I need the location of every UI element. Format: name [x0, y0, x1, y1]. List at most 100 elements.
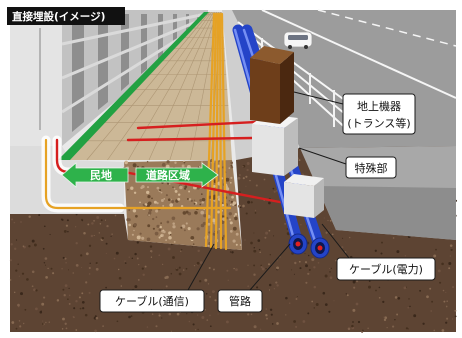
- gravel-grain: [172, 225, 176, 229]
- soil-grain: [384, 316, 388, 320]
- comm-cable-label: ケーブル(通信): [115, 294, 189, 308]
- car-wheel: [304, 45, 308, 49]
- gravel-grain: [183, 229, 186, 232]
- gravel-grain: [183, 161, 186, 164]
- gravel-grain: [156, 186, 160, 190]
- soil-grain: [64, 322, 67, 325]
- soil-grain: [311, 300, 314, 303]
- soil-grain: [33, 243, 37, 247]
- soil-grain: [44, 264, 47, 266]
- soil-grain: [62, 256, 65, 259]
- soil-grain: [35, 307, 38, 311]
- soil-grain: [217, 313, 219, 315]
- soil-grain: [192, 323, 195, 326]
- soil-grain: [288, 302, 291, 304]
- leader-line: [321, 223, 350, 259]
- gravel-grain: [207, 222, 211, 226]
- soil-grain: [98, 232, 100, 234]
- soil-grain: [165, 285, 168, 288]
- soil-grain: [253, 249, 257, 253]
- soil-grain: [396, 313, 399, 316]
- soil-grain: [45, 321, 47, 324]
- soil-grain: [75, 226, 77, 228]
- soil-grain: [255, 184, 258, 187]
- gravel-grain: [231, 195, 234, 199]
- soil-grain: [361, 330, 364, 333]
- soil-grain: [81, 266, 83, 269]
- gravel-grain: [168, 183, 171, 185]
- soil-grain: [87, 223, 90, 226]
- soil-grain: [273, 288, 276, 290]
- soil-grain: [446, 317, 449, 320]
- soil-grain: [300, 223, 302, 226]
- soil-grain: [265, 314, 268, 317]
- gravel-grain: [192, 243, 195, 245]
- soil-grain: [13, 221, 16, 224]
- soil-grain: [52, 272, 55, 275]
- soil-grain: [265, 268, 267, 270]
- soil-grain: [42, 247, 45, 250]
- soil-grain: [168, 312, 172, 316]
- soil-grain: [245, 175, 248, 178]
- soil-grain: [186, 313, 188, 315]
- soil-grain: [315, 303, 319, 306]
- soil-grain: [205, 293, 208, 295]
- soil-grain: [136, 257, 139, 260]
- callout-power-cable: ケーブル(電力): [321, 223, 436, 281]
- soil-grain: [249, 179, 251, 182]
- gravel-grain: [133, 191, 137, 194]
- gravel-grain: [230, 200, 234, 204]
- gravel-grain: [232, 203, 235, 207]
- soil-grain: [178, 266, 181, 269]
- soil-grain: [105, 252, 107, 254]
- soil-grain: [298, 260, 301, 263]
- gravel-grain: [201, 197, 206, 202]
- soil-grain: [75, 300, 78, 303]
- soil-grain: [351, 324, 354, 328]
- soil-grain: [155, 325, 158, 328]
- soil-grain: [21, 272, 25, 275]
- gravel-grain: [153, 200, 157, 204]
- soil-grain: [269, 254, 271, 256]
- soil-grain: [341, 246, 344, 249]
- gravel-grain: [166, 160, 170, 164]
- soil-grain: [17, 303, 20, 307]
- soil-grain: [170, 272, 173, 275]
- soil-grain: [60, 218, 63, 221]
- soil-grain: [305, 264, 308, 268]
- soil-grain: [43, 225, 46, 228]
- gravel-grain: [208, 231, 211, 234]
- soil-grain: [94, 329, 97, 333]
- soil-grain: [331, 233, 334, 236]
- soil-grain: [31, 285, 34, 288]
- soil-grain: [254, 209, 257, 212]
- soil-grain: [43, 262, 46, 264]
- gravel-grain: [160, 234, 163, 237]
- soil-grain: [313, 266, 316, 269]
- soil-grain: [194, 329, 197, 331]
- soil-grain: [253, 264, 256, 267]
- soil-grain: [392, 325, 395, 328]
- soil-grain: [454, 309, 457, 312]
- soil-grain: [151, 313, 154, 315]
- soil-grain: [268, 201, 271, 205]
- soil-grain: [41, 302, 45, 306]
- soil-grain: [124, 260, 126, 262]
- soil-grain: [82, 307, 85, 310]
- transformer-top: [250, 46, 294, 64]
- soil-grain: [209, 325, 212, 328]
- gravel-grain: [217, 195, 221, 199]
- soil-grain: [95, 316, 99, 320]
- soil-grain: [50, 267, 53, 270]
- soil-grain: [68, 287, 70, 290]
- soil-grain: [272, 187, 275, 190]
- soil-grain: [176, 312, 180, 316]
- gravel-grain: [158, 236, 161, 239]
- soil-grain: [100, 219, 103, 222]
- soil-grain: [165, 275, 169, 279]
- soil-grain: [362, 329, 364, 332]
- soil-grain: [115, 251, 119, 255]
- soil-grain: [270, 313, 273, 316]
- gravel-grain: [185, 210, 189, 214]
- soil-grain: [18, 275, 20, 277]
